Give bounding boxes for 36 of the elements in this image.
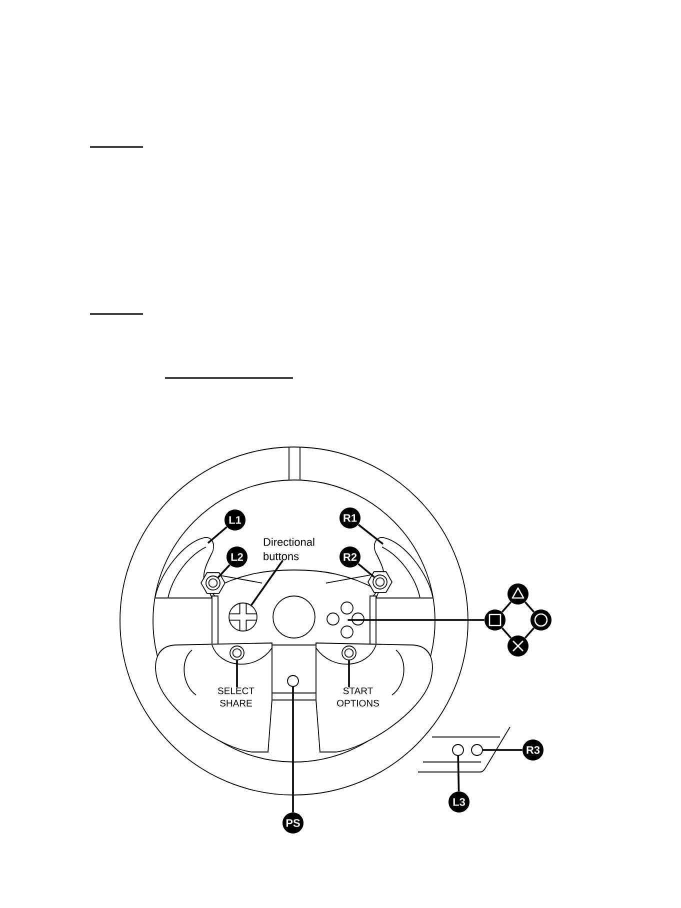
leader-line [250,560,284,606]
round-button [230,646,244,660]
connector-line [524,601,535,613]
connector-line [524,627,535,639]
label-badge: R1 [340,508,360,528]
leader-line [292,686,294,812]
round-button [452,744,464,756]
leader-line [348,619,484,621]
triangle-badge [508,584,528,604]
leader-line [217,564,230,578]
label-badge: L2 [226,546,248,568]
direction-pad [228,602,258,632]
leader-line [358,524,384,545]
callout-text: Directional buttons [264,538,314,560]
circle-badge [530,610,552,630]
label-badge: L3 [448,792,470,812]
leader-line [348,660,350,688]
leader-line [482,749,522,751]
cross-badge [508,636,528,656]
leader-line [207,526,228,544]
label-badge: R2 [340,546,360,568]
round-button [287,675,299,687]
leader-line [236,660,238,688]
label-badge: L1 [224,510,246,530]
callout-text: SELECT SHARE [218,687,254,707]
round-button [342,646,356,660]
connector-line [501,601,512,613]
leader-line [358,563,375,578]
button-cluster [326,602,364,638]
leader-line [457,756,460,792]
square-badge [484,610,506,630]
callout-text: START OPTIONS [337,687,379,707]
label-badge: PS [282,812,304,834]
label-badge: R3 [522,740,544,760]
connector-line [501,627,512,639]
round-button [471,744,483,756]
